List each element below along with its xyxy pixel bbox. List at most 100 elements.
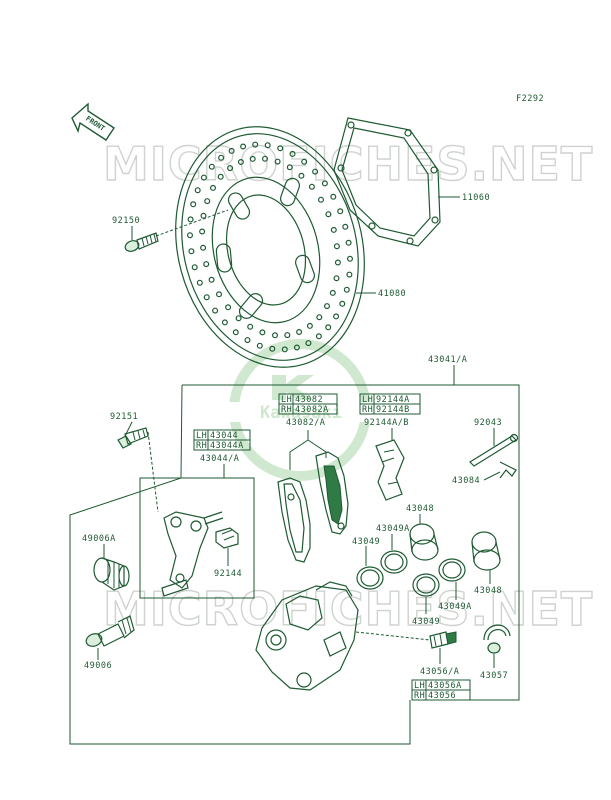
disc-hole — [284, 332, 291, 339]
disc-hole — [305, 340, 312, 347]
disc-hole — [200, 212, 207, 219]
callout-92043: 92043 — [474, 418, 502, 428]
slide-boot-part — [93, 557, 130, 591]
assembly-box-right — [182, 384, 520, 701]
disc-hole — [216, 291, 223, 298]
bracket-box — [139, 477, 255, 599]
pad-spring-part — [375, 439, 405, 501]
disc-hole — [249, 155, 256, 162]
disc-hole — [325, 211, 332, 218]
watermark-bottom: MICROFICHES.NET — [103, 582, 593, 636]
disc-hole — [333, 313, 340, 320]
front-arrow-icon: FRONT — [71, 102, 115, 141]
disc-hole — [269, 345, 276, 352]
callout-43049b: 43049 — [412, 617, 440, 627]
pad-pin-part — [469, 433, 519, 467]
leader-43082-b — [307, 439, 327, 458]
disc-hole — [318, 196, 325, 203]
rotor-cover-part — [333, 117, 441, 247]
t43044-side-0: LH — [196, 431, 207, 441]
disc-hole — [345, 239, 352, 246]
disc-hole — [235, 315, 242, 322]
disc-hole — [212, 307, 219, 314]
bleeder-valve-part — [429, 631, 457, 649]
disc-hole — [203, 261, 210, 268]
piston-seal-lower-part — [412, 573, 440, 597]
callout-49006a: 49006A — [82, 534, 116, 544]
disc-hole — [200, 244, 207, 251]
disc-hole — [227, 165, 234, 172]
leader-92150-b — [155, 209, 229, 237]
disc-hole — [274, 158, 281, 165]
disc-hole — [194, 187, 201, 194]
disc-hole — [321, 180, 328, 187]
t43056-side-0: LH — [414, 681, 425, 691]
t43082-part-1: 43082A — [295, 405, 329, 415]
leader-43084 — [483, 471, 501, 481]
disc-hole — [200, 174, 207, 181]
t43082-side-1: RH — [281, 405, 292, 415]
logo-text: Kawasaki — [260, 403, 342, 423]
t92144-part-1: 92144B — [376, 405, 410, 415]
disc-hole — [333, 275, 340, 282]
disc-hole — [330, 226, 337, 233]
disc-hole — [346, 271, 353, 278]
disc-hole — [237, 159, 244, 166]
callout-43048b: 43048 — [474, 586, 502, 596]
disc-hole — [188, 248, 195, 255]
slide-pin-part — [85, 615, 135, 647]
t43044-part-0: 43044 — [210, 431, 238, 441]
bleeder-cap-part — [483, 624, 511, 654]
disc-hole — [252, 141, 259, 148]
disc-hole — [225, 304, 232, 311]
disc-hole — [259, 329, 266, 336]
disc-hole — [204, 198, 211, 205]
disc-bolt-part — [124, 232, 159, 252]
disc-hole — [325, 324, 332, 331]
t43056-part-0: 43056A — [428, 681, 462, 691]
callout-43049: 43049 — [352, 537, 380, 547]
disc-hole — [196, 279, 203, 286]
dust-seal-upper-part — [380, 550, 408, 574]
disc-hole — [208, 276, 215, 283]
brake-pad-right-part — [315, 451, 349, 535]
callout-43056: 43056/A — [420, 667, 459, 677]
callout-43041: 43041/A — [428, 355, 467, 365]
disc-hole — [203, 294, 210, 301]
t43082-part-0: 43082 — [295, 395, 323, 405]
dust-seal-lower-part — [438, 558, 466, 582]
callout-92151: 92151 — [110, 412, 138, 422]
disc-hole — [191, 264, 198, 271]
t92144-side-1: RH — [362, 405, 373, 415]
disc-hole — [339, 300, 346, 307]
disc-hole — [210, 184, 217, 191]
callout-43049a2: 43049A — [438, 602, 472, 612]
assembly-box-left — [69, 384, 411, 745]
disc-hole — [342, 223, 349, 230]
disc-hole — [289, 150, 296, 157]
pin-clip-part — [499, 461, 517, 479]
disc-hole — [312, 168, 319, 175]
disc-hole — [277, 145, 284, 152]
piston-seal-upper-part — [356, 566, 384, 590]
t43044-part-1: 43044A — [210, 441, 244, 451]
leader-43082 — [289, 430, 309, 470]
t43056-side-1: RH — [414, 691, 425, 701]
t43044-side-1: RH — [196, 441, 207, 451]
piston-upper-part — [409, 523, 439, 561]
disc-hole — [324, 303, 331, 310]
callout-11060: 11060 — [462, 193, 490, 203]
disc-hole — [240, 143, 247, 150]
disc-hole — [315, 333, 322, 340]
leader-bleeder — [355, 631, 431, 641]
brake-pad-left-part — [277, 477, 311, 563]
leader-92151 — [124, 421, 133, 437]
variant-table-43082: LH 43082 RH 43082A — [278, 393, 338, 415]
disc-hole — [298, 172, 305, 179]
disc-hole — [333, 243, 340, 250]
caliper-bracket-part — [161, 511, 224, 597]
disc-hole — [187, 232, 194, 239]
piston-lower-part — [471, 531, 501, 571]
disc-hole — [334, 259, 341, 266]
